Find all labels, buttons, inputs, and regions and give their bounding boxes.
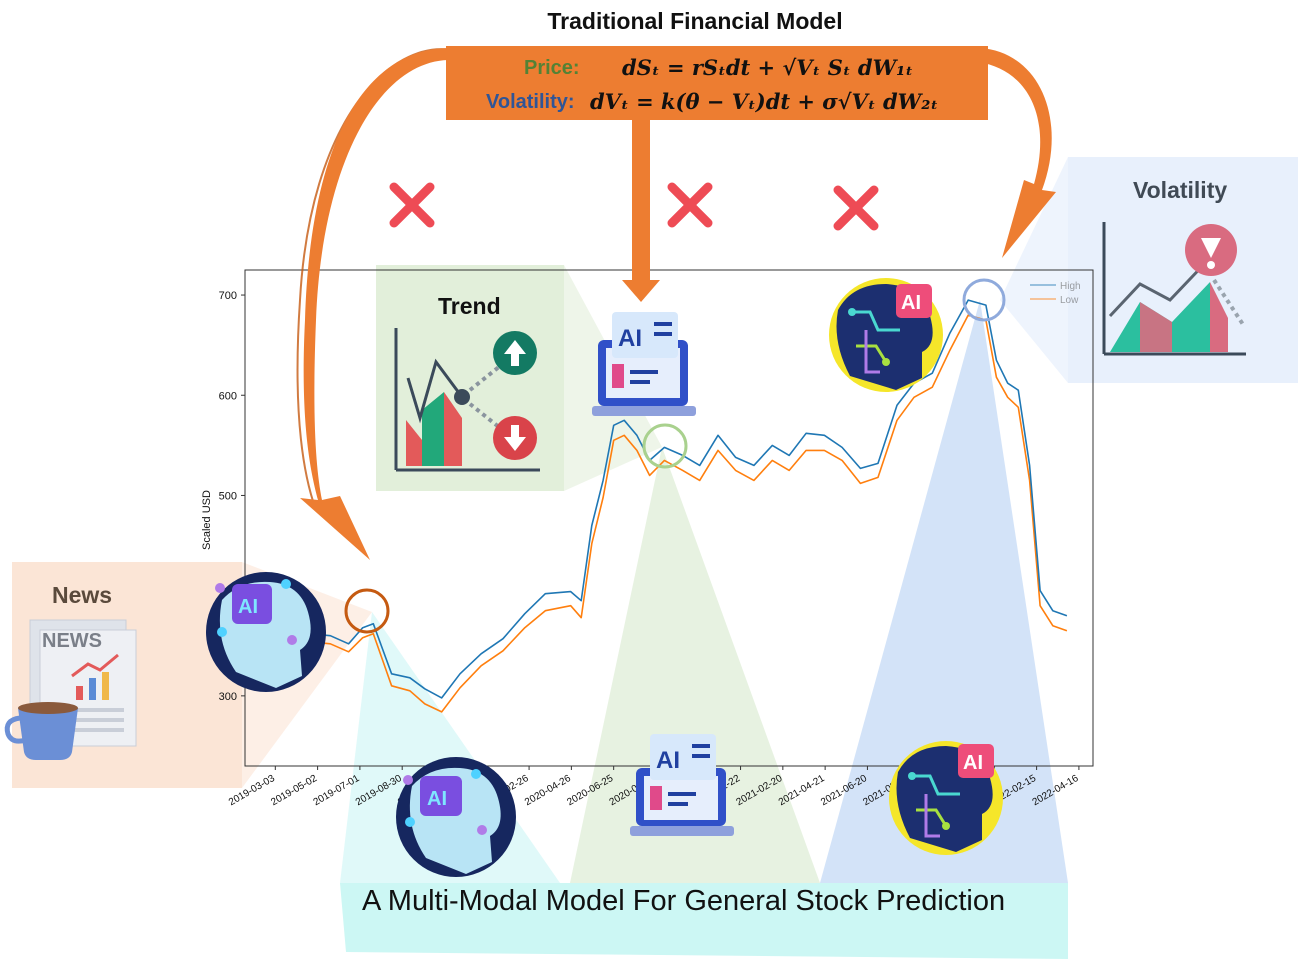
volatility-label: Volatility: [486, 91, 575, 113]
trend-chart-icon [394, 328, 540, 472]
ai-laptop-icon-top: AI [592, 312, 696, 416]
arrow-to-volatility-body [978, 48, 1056, 258]
news-panel-title: News [52, 582, 113, 608]
y-tick-label: 600 [219, 390, 237, 402]
newspaper-icon-label: NEWS [42, 630, 102, 652]
arrow-to-trend-head [622, 280, 660, 302]
ai-head-icon-top-right: AI [829, 278, 943, 392]
ai-callout-mid [570, 447, 820, 883]
ai-badge-top-right: AI [901, 292, 921, 314]
y-tick-label: 500 [219, 490, 237, 502]
legend: High Low [1030, 281, 1081, 306]
formula-box: Price: dSₜ = rSₜdt + √Vₜ Sₜ dW₁ₜ Volatil… [446, 46, 988, 120]
price-equation: dSₜ = rSₜdt + √Vₜ Sₜ dW₁ₜ [622, 55, 914, 80]
coffee-cup-icon [4, 702, 78, 760]
ai-badge-bottom: AI [427, 788, 447, 810]
ai-laptop-icon-bottom: AI [630, 734, 734, 836]
ai-badge-laptop-bottom: AI [656, 747, 680, 774]
ai-badge-bottom-right: AI [963, 752, 983, 774]
trend-panel-title: Trend [438, 293, 501, 319]
cross-mark-1 [389, 182, 435, 228]
volatility-equation: dVₜ = k(θ − Vₜ)dt + σ√Vₜ dW₂ₜ [590, 89, 939, 114]
y-axis-label: Scaled USD [201, 490, 213, 550]
volatility-chart-icon [1102, 222, 1246, 356]
ai-callout-right [820, 300, 1068, 883]
legend-low: Low [1060, 295, 1079, 306]
caption-text: A Multi-Modal Model For General Stock Pr… [362, 885, 1006, 917]
cross-mark-3 [833, 185, 879, 231]
arrow-to-trend-shaft [632, 120, 650, 280]
y-tick-label: 700 [219, 290, 237, 302]
legend-high: High [1060, 281, 1081, 292]
highlight-circle-news [344, 588, 390, 634]
ai-badge-laptop-top: AI [618, 325, 642, 352]
highlight-circle-trend [642, 423, 688, 469]
price-label: Price: [524, 57, 580, 79]
ai-head-icon-bottom: AI [396, 757, 516, 877]
ai-head-icon-bottom-right: AI [889, 741, 1003, 855]
ai-badge-left: AI [238, 596, 258, 618]
volatility-panel-title: Volatility [1133, 177, 1228, 203]
newspaper-icon: NEWS [29, 619, 137, 747]
ai-head-icon-left: AI [206, 572, 326, 692]
highlight-circle-volatility [962, 278, 1006, 322]
arrow-to-news-body [300, 48, 448, 560]
series-line-low [288, 314, 1068, 713]
main-title: Traditional Financial Model [547, 8, 843, 34]
y-tick-label: 300 [219, 691, 237, 703]
cross-mark-2 [667, 182, 713, 228]
